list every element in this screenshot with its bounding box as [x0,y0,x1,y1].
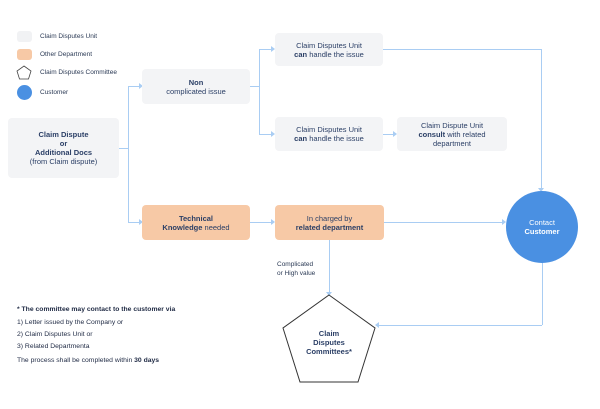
cdu-top-node: Claim Disputes Unit can handle the issue [275,33,383,66]
consult-bold: consult [418,129,446,139]
committee-pentagon-icon [282,294,376,383]
in-charge-bold: related department [295,222,364,232]
consult-line1: Claim Dispute Unit [420,120,484,130]
in-charge-line1: In charged by [306,213,353,223]
customer-bold: Customer [524,227,560,236]
committee-line2: Disputes [313,337,345,347]
legend-swatch-other-department [17,49,32,60]
customer-line1: Contact [529,218,555,227]
cdu-mid-bold: can [294,134,308,143]
pentagon-icon [16,65,32,80]
technical-line2-bold: Knowledge [162,222,203,232]
edge-label-complicated: Complicated or High value [277,260,315,278]
legend-label-other-department: Other Department [40,51,93,58]
technical-line2-rest: needed [202,222,230,232]
technical-bold: Technical [178,213,214,223]
notes-process: The process shall be completed within 30… [17,357,159,364]
notes-title: * The committee may contact to the custo… [17,306,176,313]
notes-process-bold: 30 days [134,357,160,364]
committee-line1: Claim [318,328,340,338]
notes-item-2: 2) Claim Disputes Unit or [17,331,93,338]
non-complicated-line1: Non [188,77,204,87]
start-line4: (from Claim dispute) [29,157,98,166]
non-complicated-node: Non complicated issue [142,69,250,104]
technical-node: Technical Knowledge needed [142,205,250,240]
cdu-mid-line1: Claim Disputes Unit [296,125,362,134]
notes-process-prefix: The process shall be completed within [17,357,135,364]
start-node: Claim Dispute or Additional Docs (from C… [8,118,119,178]
customer-node: Contact Customer [506,191,578,263]
legend-label-claim-disputes-committee: Claim Disputes Committee [40,69,117,76]
start-line2: or [59,139,68,148]
consult-line3: department [433,138,471,148]
cdu-top-rest: handle the issue [307,49,364,59]
committee-node: Claim Disputes Committees* [290,322,368,362]
edge-label-complicated-line2: or High value [277,270,316,277]
cdu-mid-node: Claim Disputes Unit can handle the issue [275,117,383,151]
legend-swatch-customer [17,85,32,100]
legend-label-claim-disputes-unit: Claim Disputes Unit [40,33,98,40]
in-charge-node: In charged by related department [275,205,384,240]
start-line1: Claim Dispute [38,130,89,139]
cdu-mid-rest: handle the issue [307,134,364,143]
notes-item-3: 3) Related Departmenta [17,343,90,350]
legend-swatch-claim-disputes-unit [17,31,32,42]
edge-label-complicated-line1: Complicated [277,261,314,268]
consult-node: Claim Dispute Unit consult with related … [397,117,507,151]
non-complicated-line2: complicated issue [166,86,226,96]
cdu-top-bold: can [294,49,308,59]
legend-label-customer: Customer [40,89,69,96]
notes-item-1: 1) Letter issued by the Company or [17,319,124,326]
start-line3: Additional Docs [34,148,93,157]
consult-rest: with related [445,129,486,139]
cdu-top-line1: Claim Disputes Unit [296,40,362,50]
committee-line3: Committees* [306,346,352,356]
